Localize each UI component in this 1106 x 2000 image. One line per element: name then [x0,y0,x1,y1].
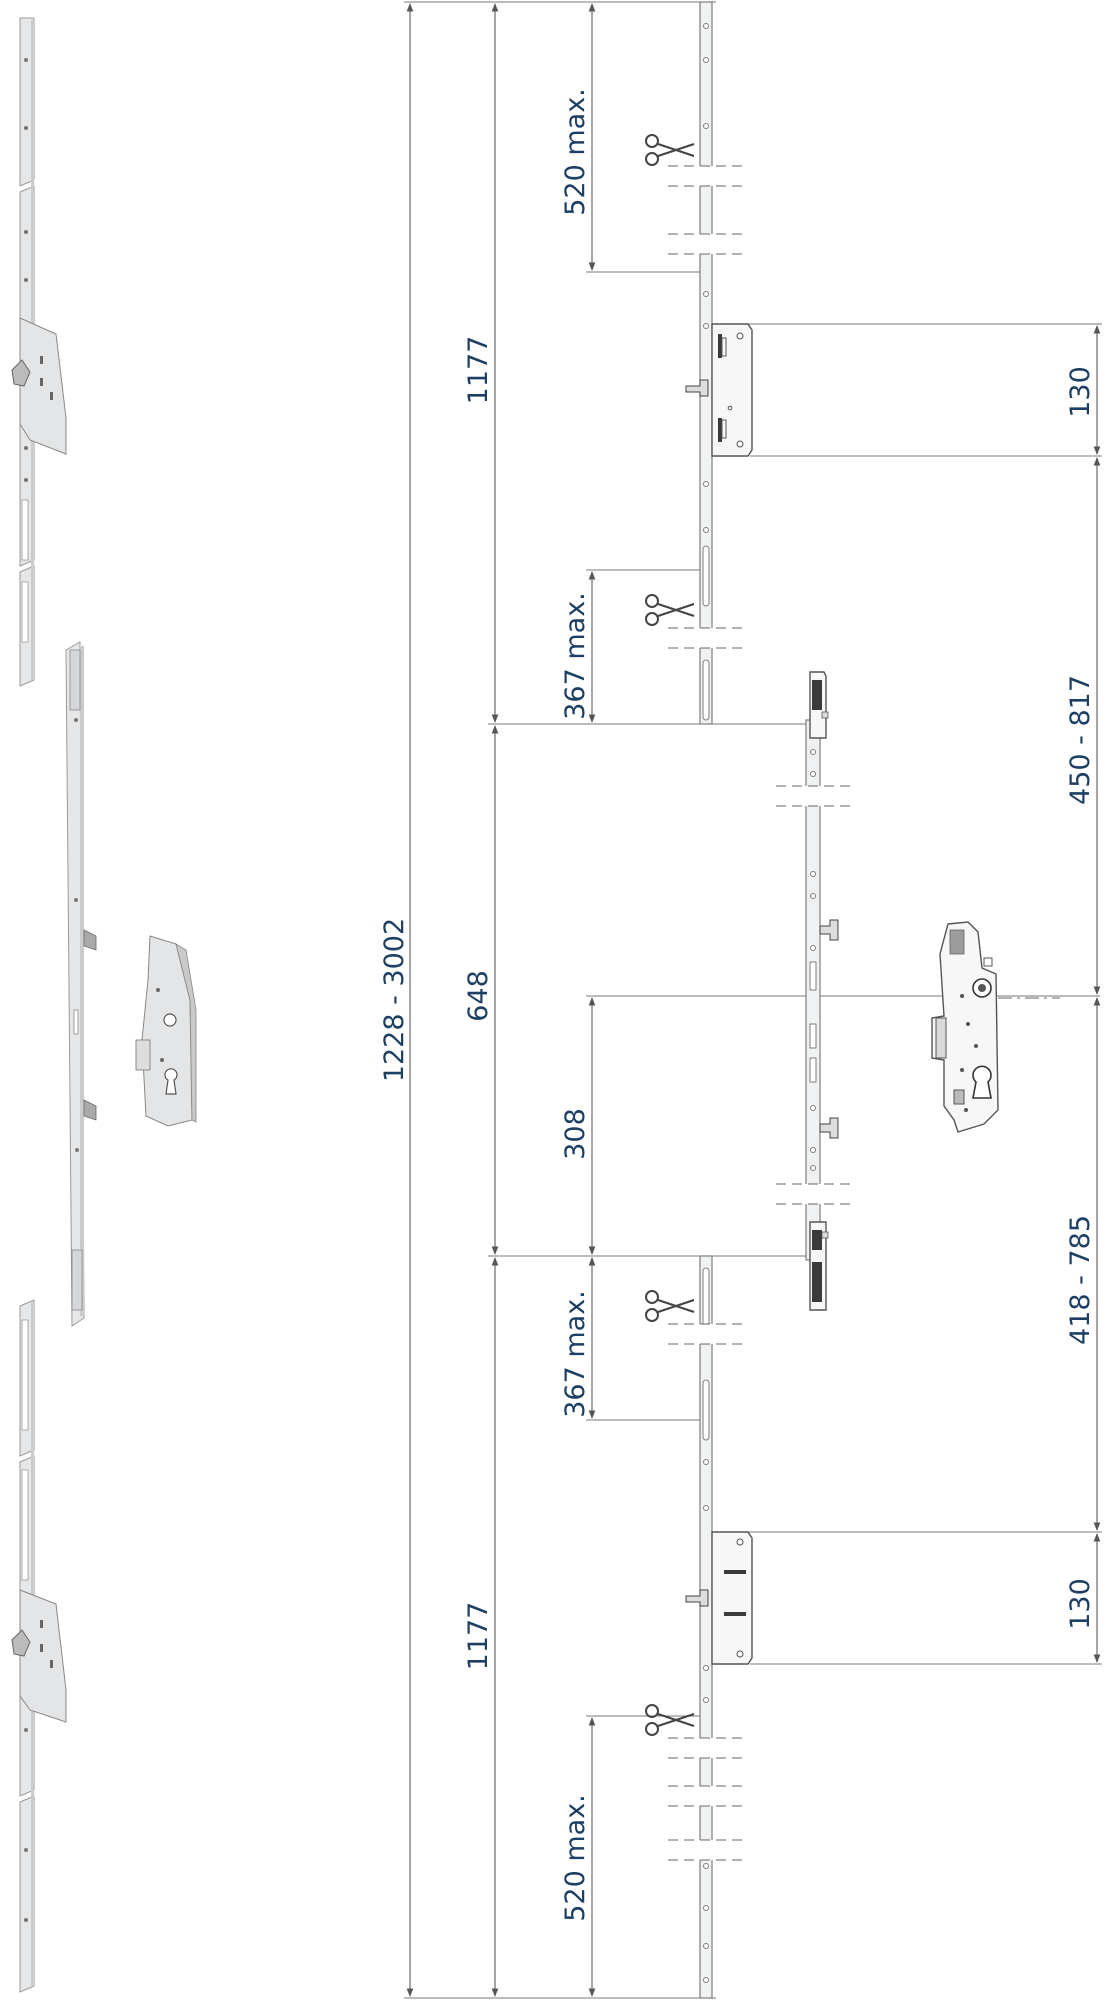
upper-cut-zone-1 [644,133,748,255]
handle-offset-label: 308 [560,1108,591,1160]
upper-extension-label: 1177 [463,336,494,405]
lower-mid-cut-max-label: 367 max. [560,1290,591,1418]
upper-extension-rail [644,1,753,725]
perspective-gearbox [135,935,197,1127]
perspective-lower-rail [11,1299,67,1993]
lower-cut-zone-2 [644,1703,748,1861]
cut-length-dimensions: 520 max. 367 max. 308 367 max. 520 max. [560,3,1100,1997]
scissors-icon [644,133,696,167]
gearbox [931,921,1060,1133]
lower-extension-rail [644,1255,753,1999]
center-gearbox-rail [776,671,856,1311]
lower-cut-max-label: 520 max. [560,1794,591,1922]
upper-hook-case [685,323,753,457]
upper-spacing-range-label: 450 - 817 [1065,675,1096,805]
lower-cut-zone-1 [644,1289,748,1345]
perspective-view [11,17,197,1993]
hook-spacing-dimensions: 130 450 - 817 418 - 785 130 [712,323,1102,1665]
overall-length-dimension: 1228 - 3002 [379,1,716,1999]
upper-hook-case-label: 130 [1065,366,1096,418]
lower-extension-label: 1177 [463,1602,494,1671]
upper-mid-cut-max-label: 367 max. [560,592,591,720]
perspective-upper-rail [11,17,67,687]
extension-dimension-chain: 1177 648 1177 [463,3,810,1997]
lower-spacing-range-label: 418 - 785 [1065,1215,1096,1345]
lower-hook-case-label: 130 [1065,1578,1096,1630]
upper-cut-max-label: 520 max. [560,88,591,216]
scissors-icon [644,1703,696,1737]
lower-hook-case [685,1531,753,1665]
perspective-center-rail [65,641,97,1327]
scissors-icon [644,593,696,627]
scissors-icon [644,1289,696,1323]
overall-length-label: 1228 - 3002 [379,918,410,1082]
center-gearbox-label: 648 [463,970,494,1022]
upper-cut-zone-2 [644,593,748,649]
